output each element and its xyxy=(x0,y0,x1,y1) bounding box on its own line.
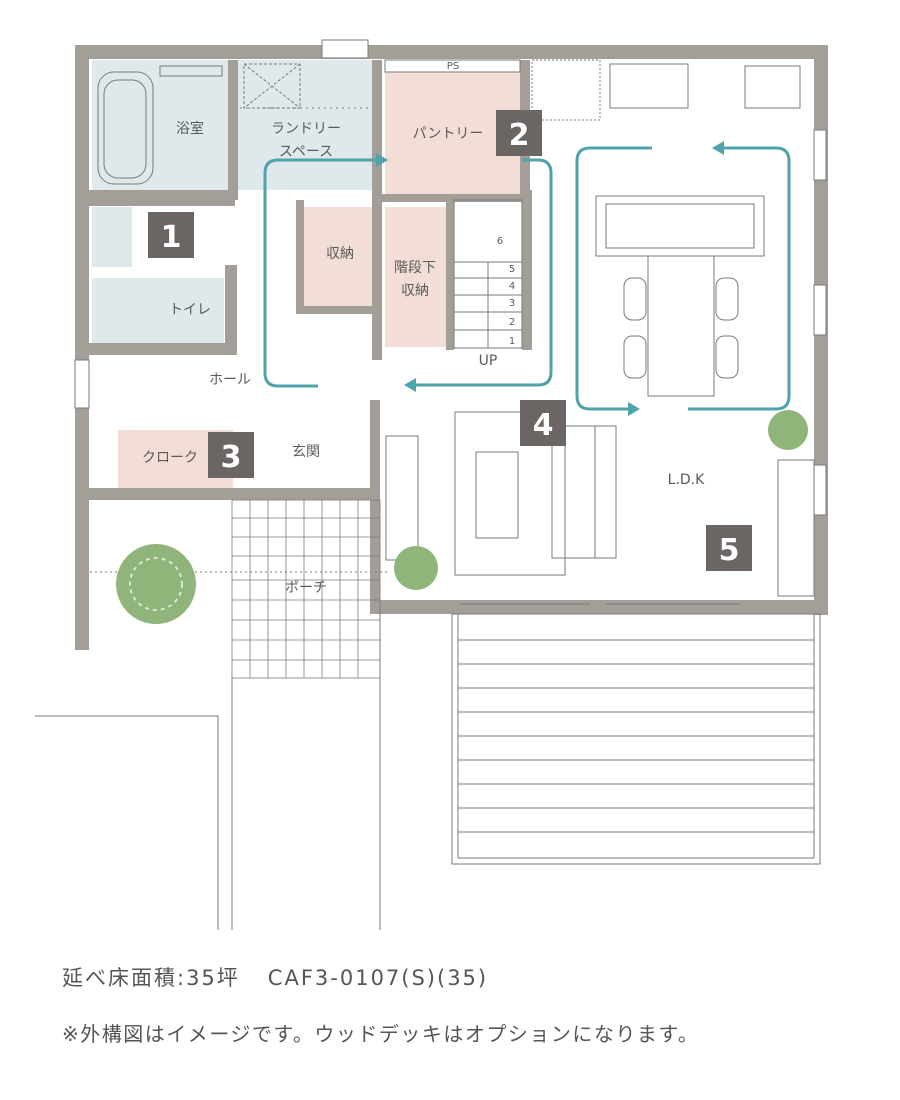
dining-chairs xyxy=(623,277,739,379)
coffee-table xyxy=(475,451,519,539)
bathtub xyxy=(97,71,154,185)
tv-board xyxy=(385,435,419,561)
plan-code: CAF3-0107(S)(35) xyxy=(267,966,489,990)
kitchen-island xyxy=(595,195,765,257)
porch-label: ポーチ xyxy=(285,580,327,596)
walls xyxy=(75,45,828,650)
up-label: UP xyxy=(479,353,498,369)
toilet-area xyxy=(92,278,224,343)
stair-step-2: 2 xyxy=(509,317,515,328)
laundry-label-1: ランドリー xyxy=(271,121,341,137)
storage-label: 収納 xyxy=(326,246,354,262)
floor-area-label: 延べ床面積:35坪 xyxy=(62,966,240,990)
rug xyxy=(454,411,566,576)
entrance-label: 玄関 xyxy=(292,443,320,460)
stair-step-4: 4 xyxy=(509,281,515,292)
stair-step-3: 3 xyxy=(509,298,515,309)
badges xyxy=(148,110,752,571)
bath-label: 浴室 xyxy=(176,120,204,137)
stair-step-5: 5 xyxy=(509,264,515,275)
toilet-label: トイレ xyxy=(169,302,211,318)
badge-4: 4 xyxy=(533,408,554,443)
laundry-label-2: スペース xyxy=(279,144,333,160)
laundry-area xyxy=(238,60,376,190)
pantry-label: パントリー xyxy=(413,126,484,142)
washbasin-area xyxy=(92,207,132,267)
porch-tiles xyxy=(231,499,381,679)
badge-2: 2 xyxy=(509,118,530,153)
stair-step-1: 1 xyxy=(509,336,515,347)
cloak-label: クローク xyxy=(142,450,198,466)
staircase xyxy=(453,199,523,349)
badge-3: 3 xyxy=(221,440,242,475)
floor-plan: 1 2 3 4 5 浴室 ランドリー スペース PS パントリー 収納 階段下 … xyxy=(35,39,828,930)
windows xyxy=(74,39,827,605)
wood-deck xyxy=(451,613,821,865)
plant-icon xyxy=(116,410,808,624)
exterior-note: ※外構図はイメージです。ウッドデッキはオプションになります。 xyxy=(62,1022,700,1046)
bath-area xyxy=(92,60,232,190)
stair-step-6: 6 xyxy=(497,236,503,247)
under-stairs-area xyxy=(385,207,447,347)
hall-label: ホール xyxy=(209,372,251,388)
floor-area-caption: 延べ床面積:35坪 CAF3-0107(S)(35) xyxy=(62,962,488,992)
under-stairs-label-1: 階段下 xyxy=(394,260,436,276)
under-stairs-label-2: 収納 xyxy=(401,283,429,299)
dining-table xyxy=(647,255,715,397)
flow-arrows xyxy=(263,146,791,411)
ldk-label: L.D.K xyxy=(668,472,705,488)
storage-area xyxy=(302,207,374,307)
badge-1: 1 xyxy=(161,220,182,255)
badge-5: 5 xyxy=(719,533,740,568)
arrow-heads xyxy=(376,141,724,416)
ps-label: PS xyxy=(447,61,459,72)
